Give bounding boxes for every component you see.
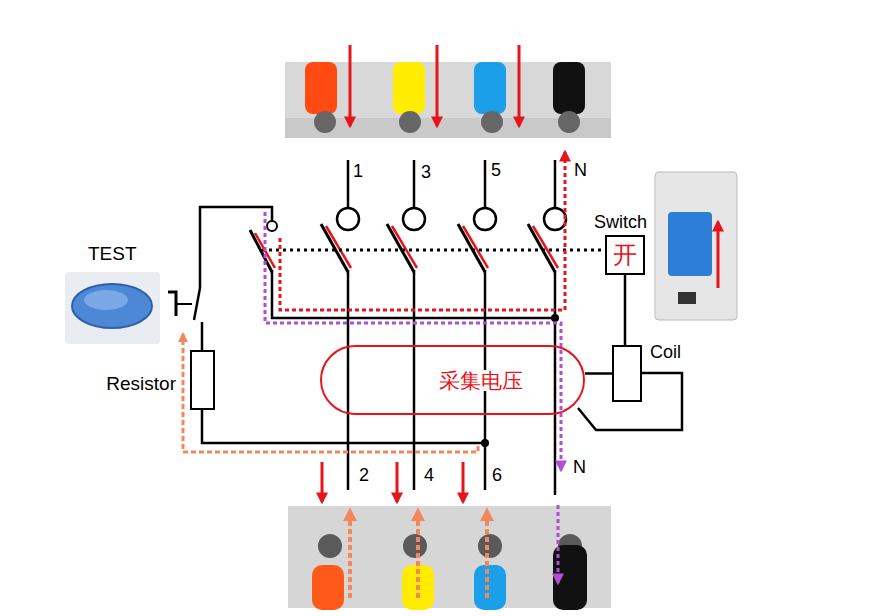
- coil-label: Coil: [650, 343, 681, 361]
- switch-blade: [387, 224, 414, 272]
- neutral-label: N: [574, 161, 587, 179]
- switch-blade: [458, 224, 485, 272]
- terminal-number: 2: [359, 466, 369, 484]
- neutral-wire: [553, 62, 585, 114]
- phase-wire: [305, 62, 337, 114]
- connector-wire: [624, 275, 627, 345]
- current-arrow: [396, 462, 399, 502]
- breaker-lever: [668, 212, 712, 276]
- junction-dot: [481, 439, 489, 447]
- current-transformer: 采集电压: [320, 345, 585, 415]
- pole-wire: [554, 160, 557, 208]
- pushbutton-contact: [194, 288, 200, 320]
- current-arrow: [462, 462, 465, 502]
- terminal-number: 3: [421, 163, 431, 181]
- junction-dot: [551, 314, 559, 322]
- switch-state: 开: [613, 243, 637, 267]
- phase-wire: [474, 62, 506, 114]
- test-current-path: [280, 152, 565, 310]
- terminal-screw: [314, 111, 336, 133]
- test-current-path: [183, 334, 478, 452]
- phase-wire: [393, 62, 425, 114]
- phase-wire: [474, 565, 506, 610]
- pole-wire: [484, 160, 487, 208]
- test-button-label: TEST: [88, 244, 137, 263]
- switch-blade: [321, 224, 348, 272]
- terminal-number: 5: [491, 161, 501, 179]
- fixed-contact: [337, 208, 359, 230]
- fixed-contact: [474, 208, 496, 230]
- pole-wire: [347, 270, 350, 490]
- mechanical-link: [262, 249, 605, 252]
- terminal-screw: [478, 534, 502, 558]
- terminal-number: 6: [492, 466, 502, 484]
- pole-wire: [347, 160, 350, 208]
- switch-blade: [528, 224, 555, 272]
- blade-highlight: [392, 226, 417, 268]
- switch-box: Switch开: [605, 235, 645, 275]
- terminal-screw: [558, 111, 580, 133]
- pushbutton-symbol: [168, 292, 176, 316]
- current-arrow: [557, 505, 560, 583]
- test-wire: [201, 322, 204, 350]
- test-wire: [200, 207, 272, 288]
- lever-arrow: [717, 222, 720, 288]
- connector-wire: [585, 372, 612, 375]
- phase-wire: [312, 565, 344, 610]
- pole-wire: [554, 270, 557, 495]
- blade-highlight: [326, 226, 351, 268]
- resistor-label: Resistor: [106, 374, 176, 393]
- resistor-symbol: Resistor: [190, 350, 215, 410]
- pole-wire: [413, 270, 416, 490]
- terminal-photo: [285, 62, 611, 138]
- pushbutton-symbol: [176, 303, 192, 305]
- terminal-screw: [403, 534, 427, 558]
- coil-symbol: Coil: [612, 345, 642, 402]
- blade-highlight: [533, 226, 558, 268]
- blade-highlight: [463, 226, 488, 268]
- current-arrow: [485, 510, 489, 598]
- terminal-number: 1: [353, 162, 363, 180]
- terminal-screw: [318, 534, 342, 558]
- aux-contact: [267, 221, 277, 231]
- current-arrow: [321, 462, 324, 502]
- pole-wires: [348, 160, 555, 495]
- neutral-label: N: [573, 458, 586, 476]
- current-arrow: [518, 45, 521, 126]
- current-arrow: [436, 45, 439, 126]
- breaker-photo: [655, 172, 737, 320]
- terminal-number: 4: [424, 466, 434, 484]
- test-button: [72, 284, 152, 328]
- fixed-contact: [544, 208, 566, 230]
- transformer-label: 采集电压: [436, 370, 526, 391]
- test-button-shine: [84, 290, 128, 310]
- breaker-window: [678, 292, 696, 304]
- current-arrow: [416, 510, 420, 598]
- current-arrow: [349, 45, 352, 126]
- fixed-contact: [403, 208, 425, 230]
- current-arrow: [348, 510, 352, 598]
- terminal-screw: [481, 111, 503, 133]
- pole-wire: [413, 160, 416, 208]
- aux-blade: [250, 230, 272, 272]
- test-button-photo: [65, 272, 160, 344]
- test-current-path: [265, 212, 561, 470]
- switch-label: Switch: [594, 213, 647, 231]
- terminal-screw: [399, 111, 421, 133]
